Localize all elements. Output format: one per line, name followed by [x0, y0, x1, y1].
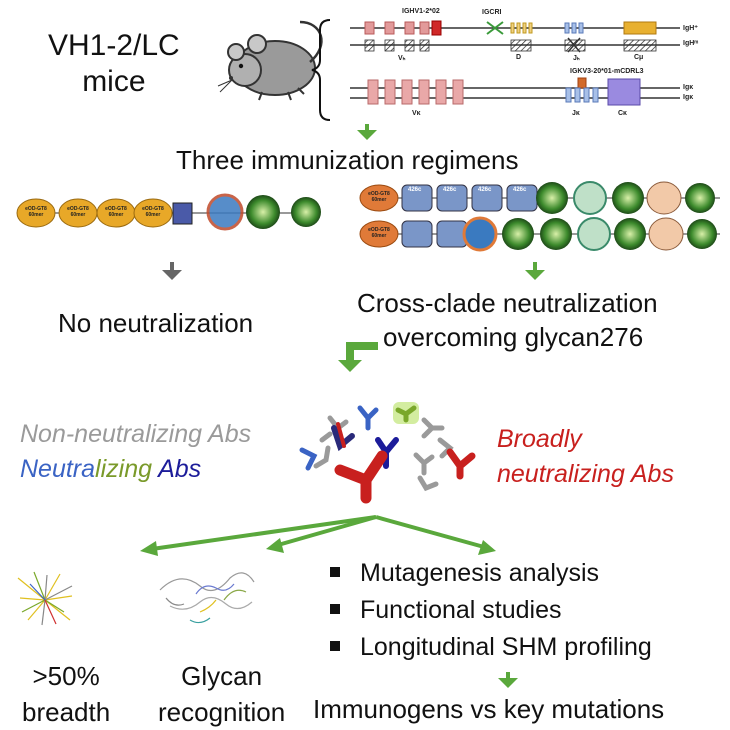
breadth-tree-icon	[17, 571, 73, 626]
gray-down-arrow-icon	[162, 262, 182, 280]
neutralizing-abs-label: Neutralizing Abs	[20, 455, 201, 484]
jh-label: Jₕ	[573, 55, 580, 62]
glycan-line2: recognition	[158, 697, 286, 727]
breadth-line1: >50%	[32, 661, 100, 691]
analysis-bullets: Mutagenesis analysis Functional studies …	[330, 555, 652, 666]
broadly-label: Broadly	[497, 425, 582, 453]
lizing-part: lizing	[95, 455, 153, 483]
ch-label: Cμ	[634, 54, 644, 61]
down-arrow-icon	[357, 124, 377, 140]
mouse-model-line2: mice	[82, 65, 146, 98]
broadly-neutralizing-abs-label: neutralizing Abs	[497, 460, 674, 488]
chip-label-4: 426c	[513, 187, 527, 193]
ck-label: Cκ	[618, 110, 627, 117]
oval-label-1: eOD-GT8 60mer	[25, 206, 47, 218]
left-regimen-schedule	[16, 193, 321, 231]
igk-label-2: Igκ	[683, 94, 694, 101]
right-oval-label-2: eOD-GT8 60mer	[368, 227, 390, 239]
protein-structure-icon	[159, 572, 255, 624]
glycan276-label: overcoming glycan276	[383, 322, 644, 352]
bent-arrow-icon	[338, 342, 378, 372]
breadth-line2: breadth	[22, 697, 111, 727]
vk-label: Vκ	[412, 110, 421, 117]
vh-label: Vₕ	[398, 55, 406, 62]
non-neutralizing-abs-label: Non-neutralizing Abs	[20, 420, 252, 448]
mouse-icon	[217, 20, 323, 101]
bullet-functional: Functional studies	[330, 592, 652, 629]
green-down-arrow-icon	[525, 262, 545, 280]
d-label: D	[516, 54, 522, 61]
mouse-model-line1: VH1-2/LC	[48, 29, 180, 62]
glycan-recognition-label: Glycan recognition	[158, 658, 285, 730]
immunogens-label: Immunogens vs key mutations	[313, 694, 665, 724]
igcri-label: IGCRI	[482, 9, 502, 16]
jk-label: Jκ	[572, 110, 580, 117]
chip-label-3: 426c	[478, 187, 492, 193]
brace-icon	[311, 19, 331, 121]
right-regimen-schedule	[359, 181, 720, 252]
neutra-part: Neutra	[20, 455, 96, 483]
bullet-shm: Longitudinal SHM profiling	[330, 629, 652, 666]
no-neutralization-label: No neutralization	[58, 308, 254, 338]
mouse-model-title: VH1-2/LC mice	[48, 28, 180, 100]
igh-locus-diagram	[350, 20, 680, 106]
abs-part: Abs	[158, 455, 202, 483]
antibody-cluster	[299, 402, 476, 504]
oval-label-2: eOD-GT8 60mer	[67, 206, 89, 218]
ighv-label: IGHV1-2*02	[402, 8, 440, 15]
cross-clade-label: Cross-clade neutralization	[357, 288, 658, 318]
igkv-label: IGKV3-20*01-mCDRL3	[570, 68, 644, 75]
breadth-label: >50% breadth	[22, 658, 110, 730]
igh-plus-label: IgH⁺	[683, 25, 698, 32]
oval-label-3: eOD-GT8 60mer	[105, 206, 127, 218]
regimens-title: Three immunization regimens	[176, 145, 519, 175]
right-oval-label-1: eOD-GT8 60mer	[368, 191, 390, 203]
bullet-mutagenesis: Mutagenesis analysis	[330, 555, 652, 592]
chip-label-1: 426c	[408, 187, 422, 193]
chip-label-2: 426c	[443, 187, 457, 193]
igk-label-1: Igκ	[683, 84, 694, 91]
igh-minus-label: IgHᵐ	[683, 40, 699, 47]
glycan-line1: Glycan	[181, 661, 263, 691]
oval-label-4: eOD-GT8 60mer	[142, 206, 164, 218]
result-arrows	[140, 515, 496, 556]
